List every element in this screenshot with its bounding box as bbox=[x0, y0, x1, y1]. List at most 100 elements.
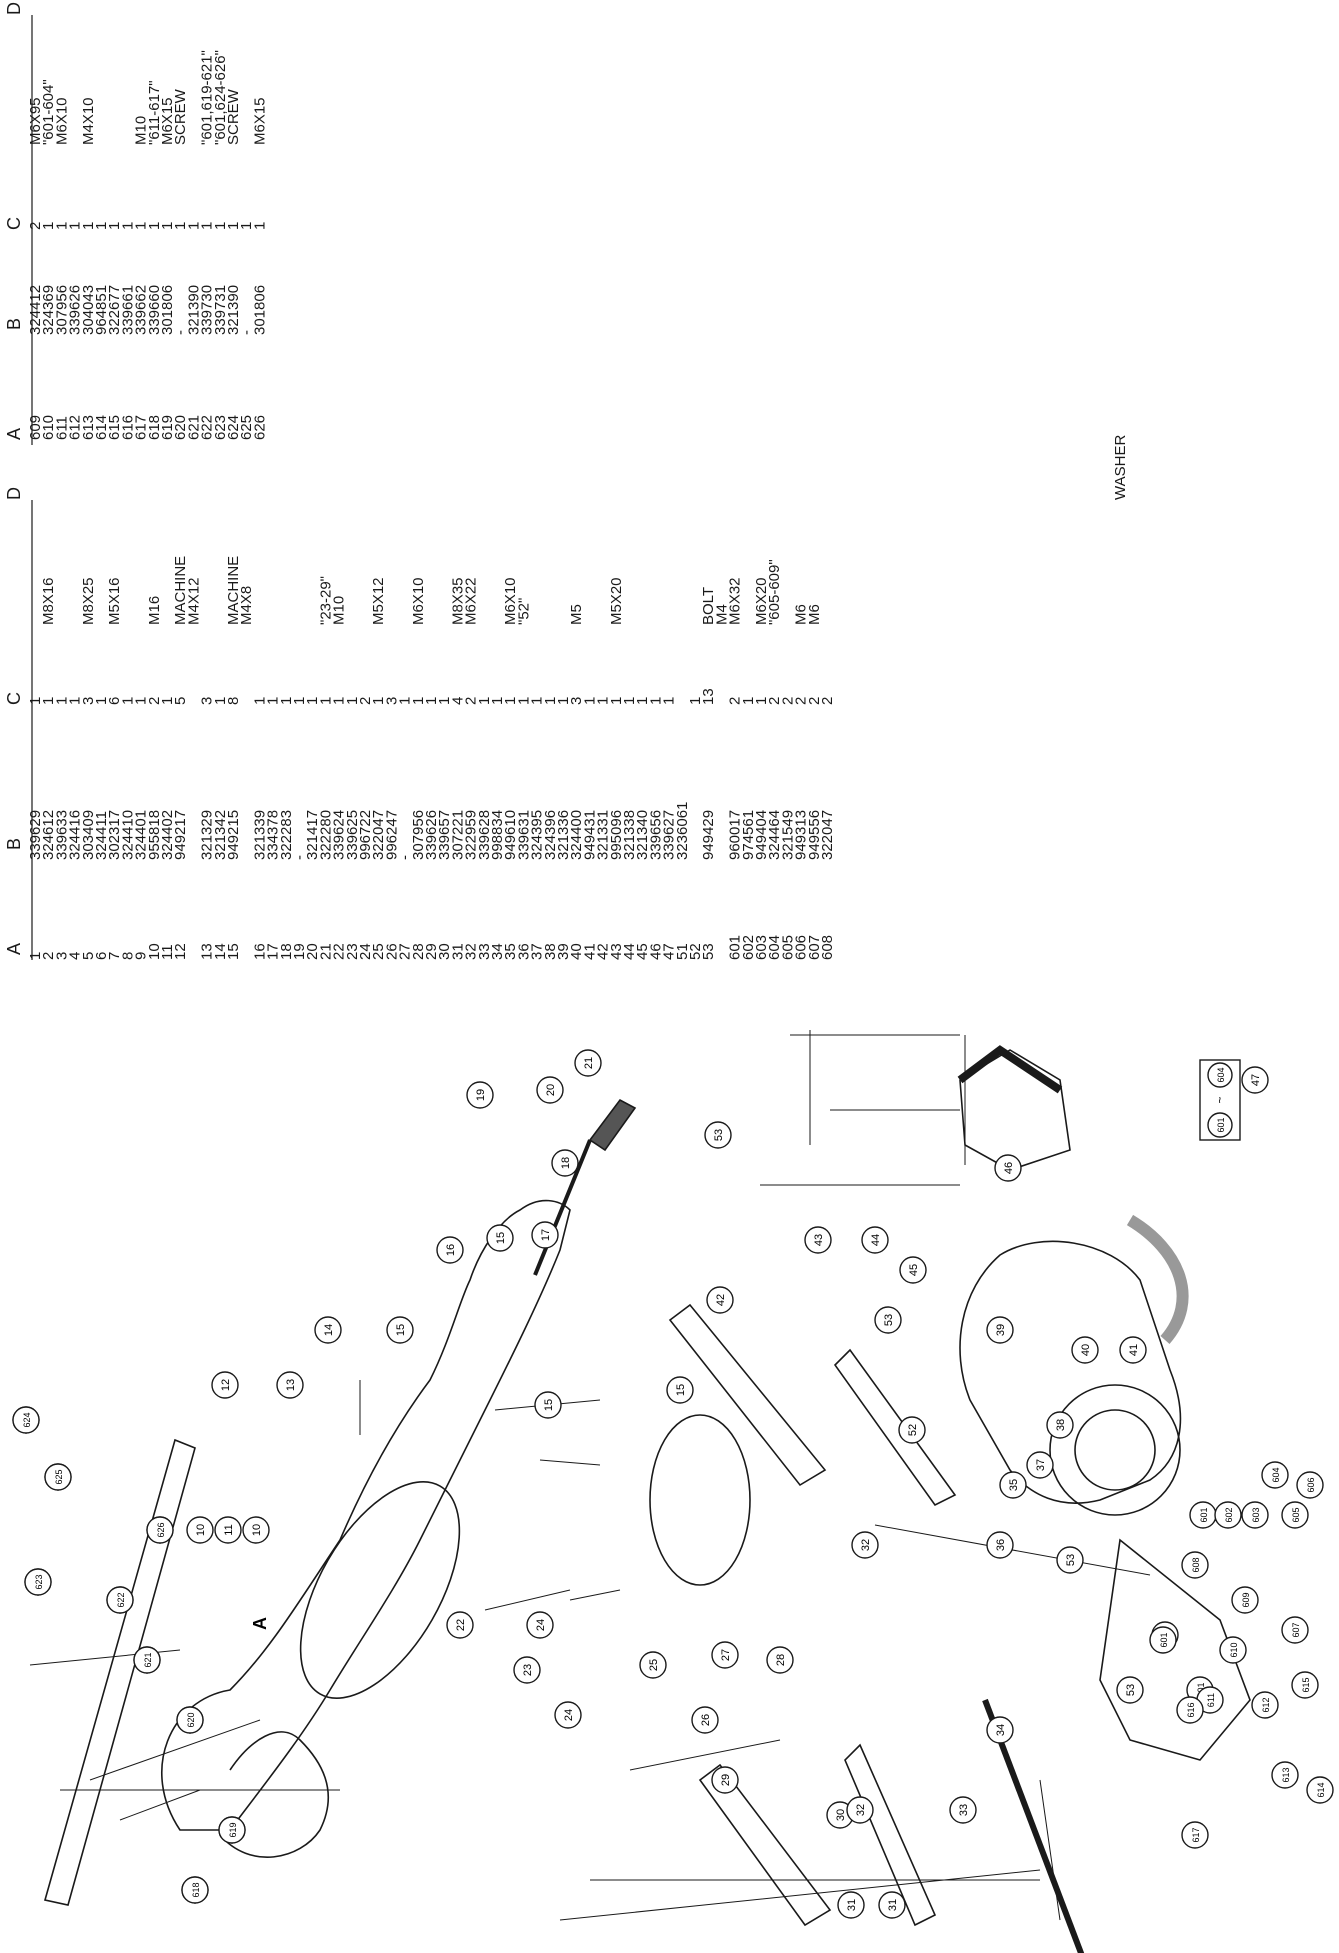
part-number: 324464 bbox=[766, 810, 783, 860]
part-number: 339731 bbox=[212, 285, 229, 335]
part-number: 324400 bbox=[568, 810, 585, 860]
part-description: M5X20 bbox=[608, 577, 625, 625]
miter-base bbox=[959, 1240, 1182, 1504]
callout-label: 601 bbox=[1159, 1632, 1169, 1647]
part-quantity: 1 bbox=[119, 222, 136, 230]
part-ref-number: 610 bbox=[40, 415, 57, 440]
column-header-c: C bbox=[4, 692, 24, 705]
callout-circle bbox=[386, 1316, 414, 1344]
part-number: 949217 bbox=[172, 810, 189, 860]
callout-circle bbox=[1241, 1501, 1269, 1529]
part-number: 322047 bbox=[370, 810, 387, 860]
callout-circle bbox=[711, 1766, 739, 1794]
part-number: 321329 bbox=[199, 810, 216, 860]
part-number: 995096 bbox=[608, 810, 625, 860]
part-description: MACHINE bbox=[172, 556, 189, 625]
callout-label: 52 bbox=[907, 1424, 919, 1436]
fence-bar-47 bbox=[833, 1348, 957, 1507]
part-number: 964851 bbox=[93, 285, 110, 335]
callout-circle bbox=[1149, 1626, 1177, 1654]
part-description: M6X15 bbox=[159, 97, 176, 145]
callout-label: 36 bbox=[995, 1539, 1007, 1551]
part-description: M6X95 bbox=[27, 97, 44, 145]
part-description: M8X16 bbox=[40, 577, 57, 625]
part-ref-number: 22 bbox=[331, 943, 348, 960]
part-quantity: 1 bbox=[238, 222, 255, 230]
part-quantity: 1 bbox=[436, 697, 453, 705]
inset-tilde: ~ bbox=[1213, 1096, 1227, 1103]
callout-label: 626 bbox=[156, 1522, 166, 1537]
part-number: 339631 bbox=[515, 810, 532, 860]
part-ref-number: 11 bbox=[159, 944, 176, 960]
part-quantity: 1 bbox=[489, 697, 506, 705]
part-number: 949556 bbox=[806, 810, 823, 860]
callout-label: 615 bbox=[1301, 1677, 1311, 1692]
callout-label: 22 bbox=[455, 1619, 467, 1631]
part-ref-number: 24 bbox=[357, 943, 374, 960]
callout-circle bbox=[837, 1891, 865, 1919]
fence-bar-30 bbox=[698, 1763, 832, 1927]
part-number: 301806 bbox=[159, 285, 176, 335]
part-number: 339662 bbox=[133, 285, 150, 335]
turntable-inner bbox=[1074, 1409, 1156, 1491]
part-ref-number: 35 bbox=[502, 943, 519, 960]
part-quantity: 1 bbox=[40, 697, 57, 705]
callout-label: 15 bbox=[543, 1399, 555, 1411]
inset-label-604: 604 bbox=[1216, 1067, 1226, 1082]
part-description-extra: WASHER bbox=[1112, 435, 1129, 500]
callout-label: 617 bbox=[1191, 1827, 1201, 1842]
callout-circle bbox=[314, 1316, 342, 1344]
callout-label: 19 bbox=[475, 1089, 487, 1101]
callout-circle bbox=[999, 1471, 1027, 1499]
part-description: M5X12 bbox=[370, 577, 387, 625]
part-description: M4X12 bbox=[185, 577, 202, 625]
callout-label: 43 bbox=[813, 1234, 825, 1246]
part-quantity: 6 bbox=[106, 697, 123, 705]
callout-label: 608 bbox=[1191, 1557, 1201, 1572]
part-number: 949313 bbox=[793, 810, 810, 860]
part-quantity: 1 bbox=[555, 697, 572, 705]
callout-label: 624 bbox=[22, 1412, 32, 1427]
part-quantity: 1 bbox=[80, 222, 97, 230]
part-number: 321338 bbox=[621, 810, 638, 860]
part-description: "52" bbox=[515, 598, 532, 625]
callout-label: 604 bbox=[1271, 1467, 1281, 1482]
part-ref-number: 626 bbox=[251, 415, 268, 440]
callout-label: 31 bbox=[846, 1899, 858, 1911]
part-description: M8X35 bbox=[449, 577, 466, 625]
callout-label: 38 bbox=[1055, 1419, 1067, 1431]
callout-circle bbox=[711, 1641, 739, 1669]
part-ref-number: 6 bbox=[93, 952, 110, 960]
part-number: - bbox=[238, 330, 255, 335]
part-ref-number: 2 bbox=[40, 952, 57, 960]
callout-label: 15 bbox=[675, 1384, 687, 1396]
part-number: 321336 bbox=[555, 810, 572, 860]
part-number: 339628 bbox=[476, 810, 493, 860]
part-quantity: 1 bbox=[529, 697, 546, 705]
part-number: 322047 bbox=[819, 810, 836, 860]
callout-label: 29 bbox=[720, 1774, 732, 1786]
callout-circle bbox=[133, 1646, 161, 1674]
part-ref-number: 10 bbox=[146, 943, 163, 960]
callout-label: 614 bbox=[1316, 1782, 1326, 1797]
callout-label: 602 bbox=[1224, 1507, 1234, 1522]
part-quantity: 1 bbox=[212, 222, 229, 230]
callout-circle bbox=[106, 1586, 134, 1614]
part-ref-number: 45 bbox=[634, 943, 651, 960]
part-number: 321390 bbox=[225, 285, 242, 335]
callout-circle bbox=[1071, 1336, 1099, 1364]
part-quantity: 1 bbox=[304, 697, 321, 705]
callout-label: 24 bbox=[563, 1709, 575, 1721]
callout-circle bbox=[766, 1646, 794, 1674]
callout-label: 623 bbox=[34, 1574, 44, 1589]
part-description: M16 bbox=[146, 596, 163, 625]
part-ref-number: 3 bbox=[53, 952, 70, 960]
callout-circle bbox=[878, 1891, 906, 1919]
part-number: 949431 bbox=[581, 810, 598, 860]
part-ref-number: 28 bbox=[410, 943, 427, 960]
part-quantity: 1 bbox=[397, 697, 414, 705]
part-description: M4X8 bbox=[238, 586, 255, 625]
callout-circle bbox=[1026, 1451, 1054, 1479]
callout-circle bbox=[899, 1256, 927, 1284]
